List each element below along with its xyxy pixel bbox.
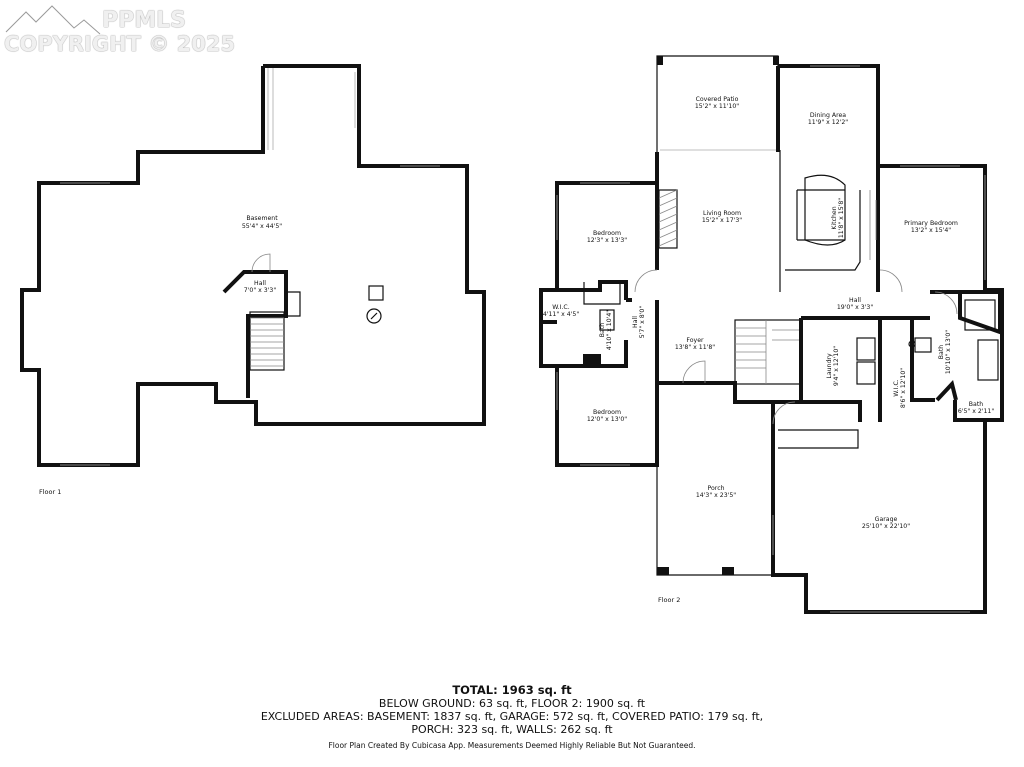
room-name: Living Room [703,210,741,217]
room-name: Porch [707,485,724,492]
room-name: Garage [875,516,898,523]
room-name: Dining Area [810,112,846,119]
total-area: TOTAL: 1963 sq. ft [452,683,572,697]
room-name: Bedroom [593,409,621,416]
room-dims: 14'3" x 23'5" [696,492,736,499]
fireplace-icon [658,189,678,249]
room-name: Foyer [686,337,704,344]
room-dims: 15'2" x 11'10" [695,103,739,110]
room-dims: 19'0" x 3'3" [837,304,874,311]
main-stairs [734,319,802,385]
summary-line-1: BELOW GROUND: 63 sq. ft, FLOOR 2: 1900 s… [378,697,646,710]
room-dims: 8'6" x 12'10" [900,368,907,408]
watermark-brand: PPMLS [102,8,187,33]
summary-line-2: EXCLUDED AREAS: BASEMENT: 1837 sq. ft, G… [260,710,764,723]
room-name: Laundry [826,353,833,379]
room-dims: 5'7" x 8'0" [639,306,646,339]
room-dims: 13'2" x 15'4" [911,227,951,234]
room-name: Covered Patio [696,96,739,103]
room-name: Basement [246,215,278,222]
room-name: Hall [254,280,266,287]
area-summary: TOTAL: 1963 sq. ft BELOW GROUND: 63 sq. … [0,683,1024,737]
room-dims: 10'10" x 13'0" [945,330,952,374]
watermark-copyright: COPYRIGHT © 2025 [4,32,236,56]
disclaimer-text: Floor Plan Created By Cubicasa App. Meas… [328,741,696,750]
room-dims: 4'11" x 4'5" [543,311,580,318]
room-name: Bedroom [593,230,621,237]
room-name: Hall [849,297,861,304]
room-name: Bath [969,401,983,408]
room-name: W.I.C. [552,304,569,311]
mountain-logo-icon [4,2,102,36]
summary-line-3: PORCH: 323 sq. ft, WALLS: 262 sq. ft [411,723,613,736]
room-name: Hall [632,316,639,328]
room-dims: 4'10" x 10'4" [606,310,613,350]
hall-wall [222,270,288,398]
room-dims: 15'2" x 17'3" [702,217,742,224]
room-dims: 11'9" x 12'2" [808,119,848,126]
room-dims: 13'8" x 11'8" [675,344,715,351]
room-name: Bath [599,323,606,337]
room-dims: 25'10" x 22'10" [862,523,910,530]
water-heater-icon [366,308,382,324]
room-dims: 12'3" x 13'3" [587,237,627,244]
room-dims: 6'5" x 2'11" [958,408,995,415]
room-dims: 11'8" x 15'8" [838,198,845,238]
room-name: Primary Bedroom [904,220,958,227]
floor-label: Floor 1 [39,488,61,496]
room-name: Bath [938,345,945,359]
furnace-icon [368,285,384,301]
room-name: Kitchen [831,206,838,229]
room-dims: 12'0" x 13'0" [587,416,627,423]
floor-label: Floor 2 [658,596,680,604]
room-name: W.I.C. [893,379,900,396]
floor-1-plan: Basement 55'4" x 44'5" Hall 7'0" x 3'3" … [20,64,486,496]
floor-2-plan: Covered Patio 15'2" x 11'10" Dining Area… [539,55,1004,614]
room-dims: 7'0" x 3'3" [244,287,277,294]
room-dims: 9'4" x 12'10" [833,346,840,386]
room-dims: 55'4" x 44'5" [242,223,282,230]
basement-stairs [249,311,285,371]
